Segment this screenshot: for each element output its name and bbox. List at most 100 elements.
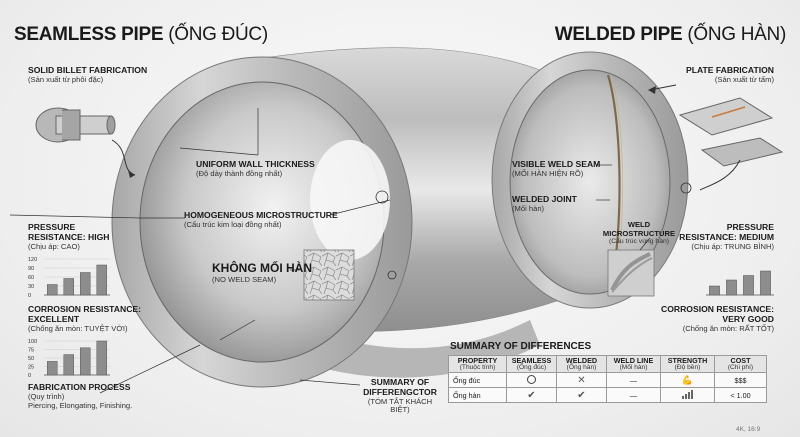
header-cost-main: COST (730, 356, 751, 365)
chart-tick-label: 120 (28, 257, 37, 263)
header-seamless-main: SEAMLESS (511, 356, 552, 365)
summary-label2: DIFFERENGCTOR (363, 386, 437, 397)
noweld-label: KHÔNG MỐI HÀN (212, 261, 312, 275)
chart-tick-label: 25 (28, 365, 34, 371)
plate-sub: (Sản xuất từ tấm) (714, 74, 774, 84)
left-corrosion-sub: (Chống ăn mòn: TUYỆT VỜI) (28, 323, 128, 333)
chart-bar (47, 284, 58, 296)
right-pressure-chart (706, 270, 774, 296)
summary-sub: (TÓM TẮT KHÁCH BIỆT) (367, 396, 433, 415)
left-pressure-label: PRESSURE (28, 222, 76, 232)
summary-header-row: PROPERTY(Thuộc tính) SEAMLESS(Ống đúc) W… (448, 354, 767, 374)
header-property: PROPERTY(Thuộc tính) (448, 354, 507, 374)
joint-label: WELDED JOINT (512, 194, 577, 204)
cross-icon: ✕ (577, 374, 586, 386)
chart-bar (63, 278, 74, 296)
weldmicro-label2: MICROSTRUCTURE (602, 228, 676, 238)
check-icon: ✔ (577, 389, 586, 401)
chart-bar (709, 285, 720, 296)
right-pressure-label2: RESISTANCE: MEDIUM (679, 231, 774, 242)
right-pressure-callout: PRESSURE RESISTANCE: MEDIUM (Chịu áp: TR… (660, 222, 774, 251)
summary-callout: SUMMARY OF DIFFERENGCTOR (TÓM TẮT KHÁCH … (360, 377, 440, 415)
process-callout: FABRICATION PROCESS (Quy trình) Piercing… (28, 382, 133, 410)
uniform-callout: UNIFORM WALL THICKNESS (Độ dày thành đồn… (196, 159, 315, 179)
billet-callout: SOLID BILLET FABRICATION (Sản xuất từ ph… (28, 65, 147, 85)
header-welded-main: WELDED (565, 356, 598, 365)
billet-icon (35, 107, 116, 143)
plate-icon (678, 97, 784, 167)
process-detail: Piercing, Elongating, Finishing. (28, 400, 133, 410)
seamless-title-main: SEAMLESS PIPE (14, 24, 164, 45)
uniform-label: UNIFORM WALL THICKNESS (196, 159, 315, 169)
seamless-title: SEAMLESS PIPE (ỐNG ĐÚC) (14, 24, 268, 46)
homo-label: HOMOGENEOUS MICROSTRUCTURE (184, 210, 338, 220)
chart-bar (726, 279, 737, 296)
chart-bar (760, 270, 771, 296)
header-welded: WELDED(Ống hàn) (556, 354, 607, 374)
header-weldline: WELD LINE(Mối hàn) (606, 354, 661, 374)
header-cost: COST(Chi phí) (714, 354, 767, 374)
left-pressure-callout: PRESSURE RESISTANCE: HIGH (Chịu áp: CAO) (28, 222, 110, 251)
row1-weldline: — (606, 372, 661, 389)
seam-sub: (MỐI HÀN HIỆN RÕ) (512, 168, 584, 178)
chart-bar (80, 347, 91, 376)
chart-tick-label: 75 (28, 348, 34, 354)
row1-seamless (506, 372, 557, 389)
chart-tick-label: 30 (28, 284, 34, 290)
strong-arm-icon: 💪 (681, 374, 694, 385)
joint-sub: (Mối hàn) (512, 203, 545, 213)
homo-sub: (Cấu trúc kim loại đồng nhất) (184, 219, 282, 229)
summary-table-title: SUMMARY OF DIFFERENCES (450, 341, 592, 352)
header-strength-sub: (Độ bền) (674, 363, 701, 371)
summary-table: PROPERTY(Thuộc tính) SEAMLESS(Ống đúc) W… (448, 354, 767, 404)
right-pressure-label: PRESSURE (726, 222, 774, 232)
right-corrosion-sub: (Chống ăn mòn: RẤT TỐT) (682, 323, 774, 333)
row2-seamless: ✔ (506, 387, 557, 404)
joint-callout: WELDED JOINT (Mối hàn) (512, 194, 577, 214)
chart-bar (96, 340, 107, 376)
header-property-sub: (Thuộc tính) (459, 363, 496, 371)
table-row: Ống đúc ✕ — 💪 $$$ (448, 372, 767, 389)
welded-title-sub: (ỐNG HÀN) (687, 24, 786, 45)
homo-callout: HOMOGENEOUS MICROSTRUCTURE (Cấu trúc kim… (184, 210, 338, 230)
row1-strength: 💪 (660, 372, 715, 389)
row2-property: Ống hàn (448, 387, 507, 404)
weldmicro-label: WELD (627, 220, 651, 229)
seamless-title-sub: (ỐNG ĐÚC) (168, 24, 268, 45)
chart-bar (743, 275, 754, 296)
chart-bar (47, 361, 58, 376)
welded-title-main: WELDED PIPE (554, 24, 683, 45)
left-pressure-label2: RESISTANCE: HIGH (28, 231, 110, 242)
grain-structure-icon (303, 249, 355, 301)
bar-icon (682, 389, 693, 399)
header-weldline-sub: (Mối hàn) (619, 363, 648, 371)
left-corrosion-label: CORROSION RESISTANCE: (28, 304, 141, 314)
chart-tick-label: 50 (28, 356, 34, 362)
row2-weldline: — (606, 387, 661, 404)
noweld-sub: (NO WELD SEAM) (212, 274, 277, 284)
weldmicro-sub: (Cấu trúc vùng hàn) (608, 238, 670, 246)
summary-label: SUMMARY OF (370, 377, 430, 387)
right-pressure-sub: (Chịu áp: TRUNG BÌNH) (691, 241, 774, 251)
seam-callout: VISIBLE WELD SEAM (MỐI HÀN HIỆN RÕ) (512, 159, 600, 179)
billet-sub: (Sản xuất từ phôi đặc) (28, 74, 104, 84)
row1-property: Ống đúc (448, 372, 507, 389)
left-corrosion-label2: EXCELLENT (28, 313, 80, 324)
chart-tick-label: 90 (28, 266, 34, 272)
circle-icon (527, 374, 536, 384)
row2-welded: ✔ (556, 387, 607, 404)
table-row: Ống hàn ✔ ✔ — < 1.00 (448, 387, 767, 404)
left-pressure-sub: (Chịu áp: CAO) (28, 241, 80, 251)
header-seamless-sub: (Ống đúc) (516, 363, 547, 371)
row2-strength (660, 387, 715, 404)
check-icon: ✔ (527, 389, 536, 401)
right-corrosion-label: CORROSION RESISTANCE: (661, 304, 774, 314)
plate-callout: PLATE FABRICATION (Sản xuất từ tấm) (640, 65, 774, 85)
chart-bar (63, 354, 74, 376)
header-strength-main: STRENGTH (667, 356, 708, 365)
header-welded-sub: (Ống hàn) (566, 363, 597, 371)
watermark: 4K, 16:9 (736, 426, 761, 433)
